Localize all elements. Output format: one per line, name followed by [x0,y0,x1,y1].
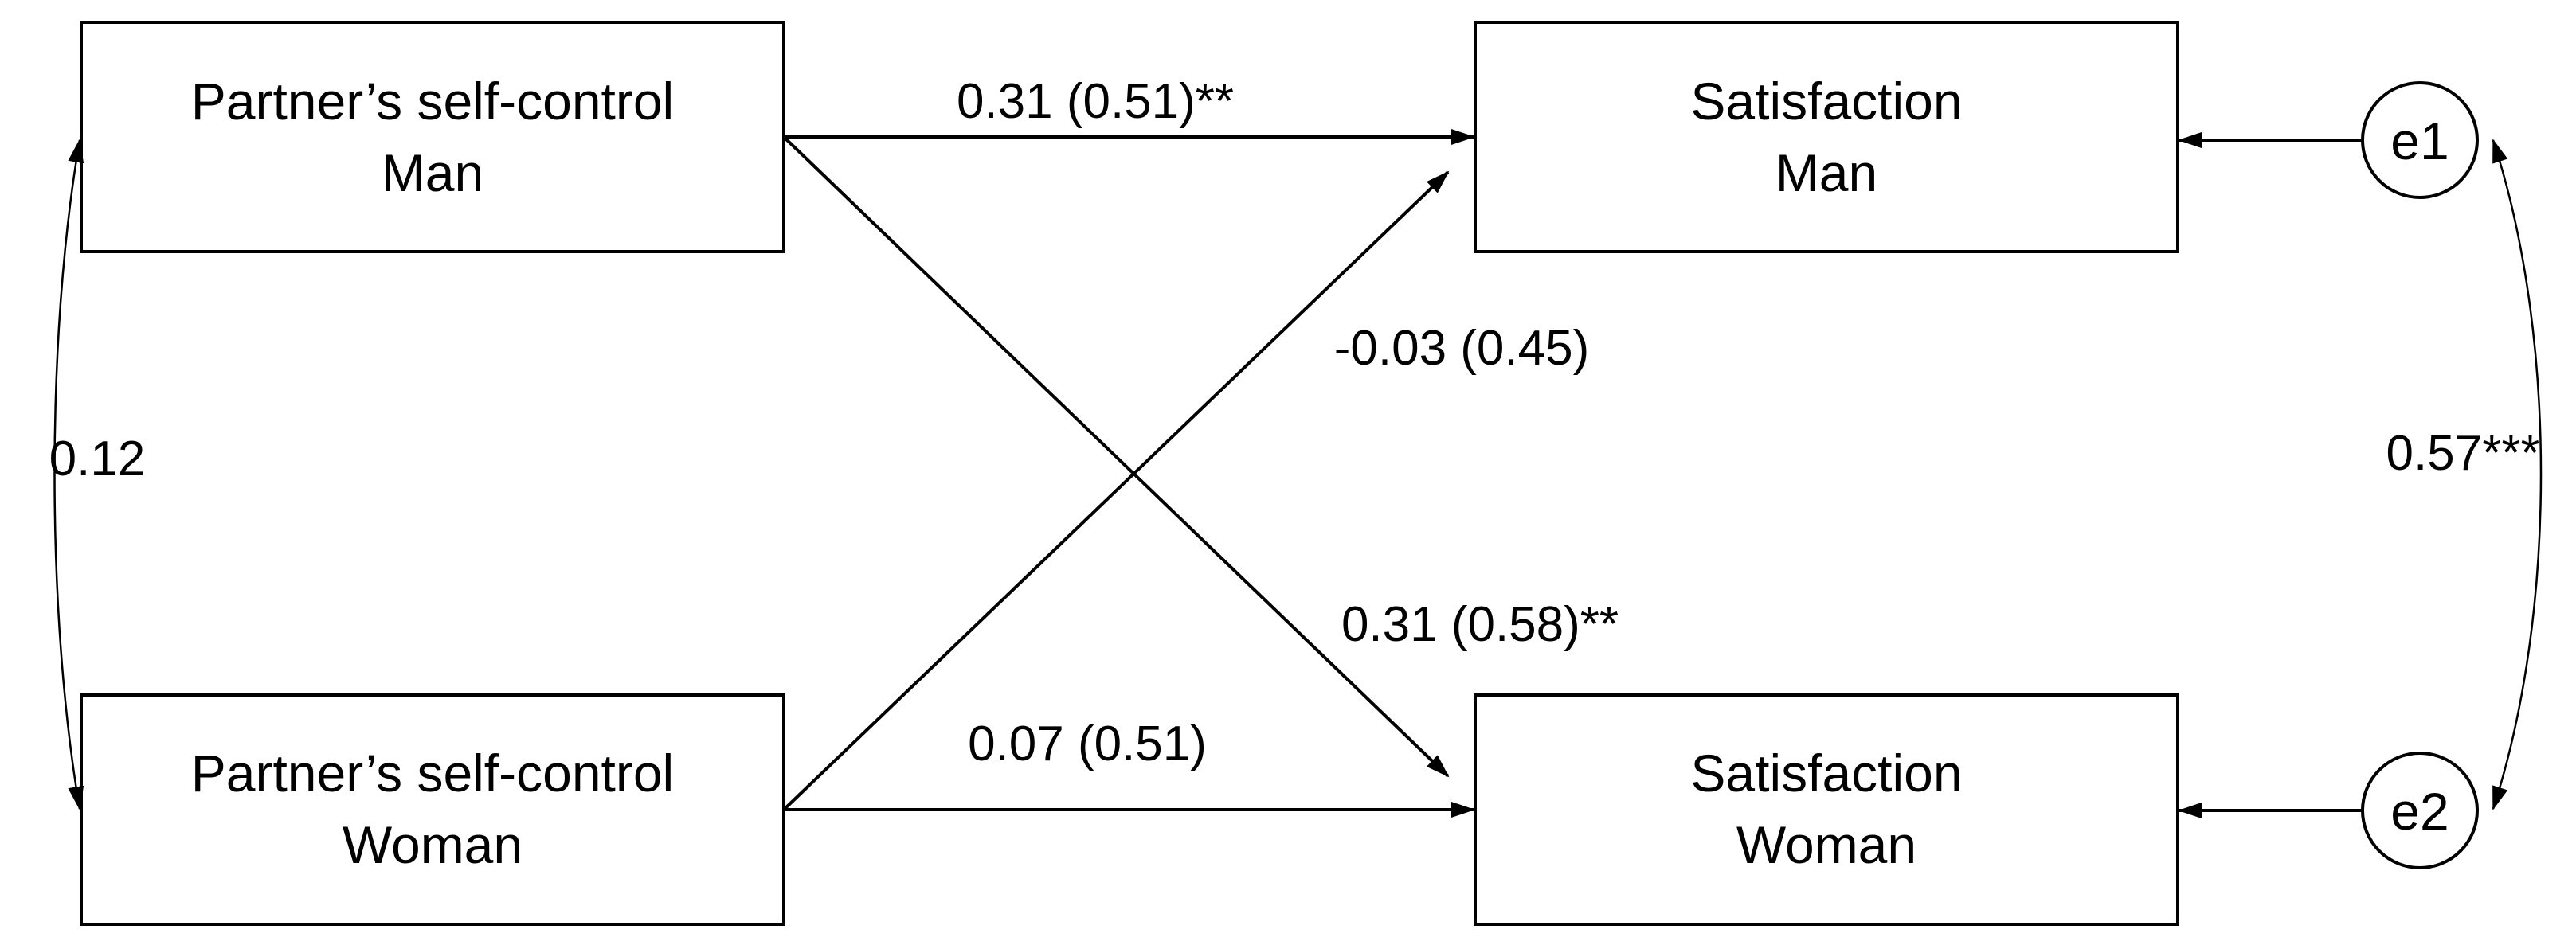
coef-man-to-satisfaction-woman: 0.31 (0.58)** [1341,597,1619,652]
coef-covariance-predictors: 0.12 [49,432,146,486]
node-label-line1: Satisfaction [1690,72,1962,131]
node-label-line2: Man [1775,143,1877,202]
node-label-line1: Partner’s self-control [191,72,674,131]
node-satisfaction-woman: Satisfaction Woman [1474,693,2179,926]
coef-covariance-errors: 0.57*** [2386,426,2539,481]
path-man-to-satisfaction-woman [782,135,1450,778]
node-error-e2: e2 [2361,752,2479,869]
error-label: e2 [2390,782,2449,841]
node-label-line1: Satisfaction [1690,744,1962,803]
covariance-arc-errors [2492,139,2543,810]
coef-woman-to-satisfaction-man: -0.03 (0.45) [1334,321,1590,376]
coef-man-to-satisfaction-man: 0.31 (0.51)** [957,74,1234,129]
node-partner-self-control-man: Partner’s self-control Man [80,21,785,253]
covariance-arc-predictors [53,139,84,810]
node-label-line2: Woman [1736,815,1916,874]
error-label: e1 [2390,111,2449,170]
node-error-e1: e1 [2361,81,2479,199]
node-label-line1: Partner’s self-control [191,744,674,803]
path-woman-to-satisfaction-man [782,170,1450,811]
coef-woman-to-satisfaction-woman: 0.07 (0.51) [968,717,1207,771]
node-partner-self-control-woman: Partner’s self-control Woman [80,693,785,926]
node-satisfaction-man: Satisfaction Man [1474,21,2179,253]
node-label-line2: Man [382,143,483,202]
node-label-line2: Woman [343,815,523,874]
